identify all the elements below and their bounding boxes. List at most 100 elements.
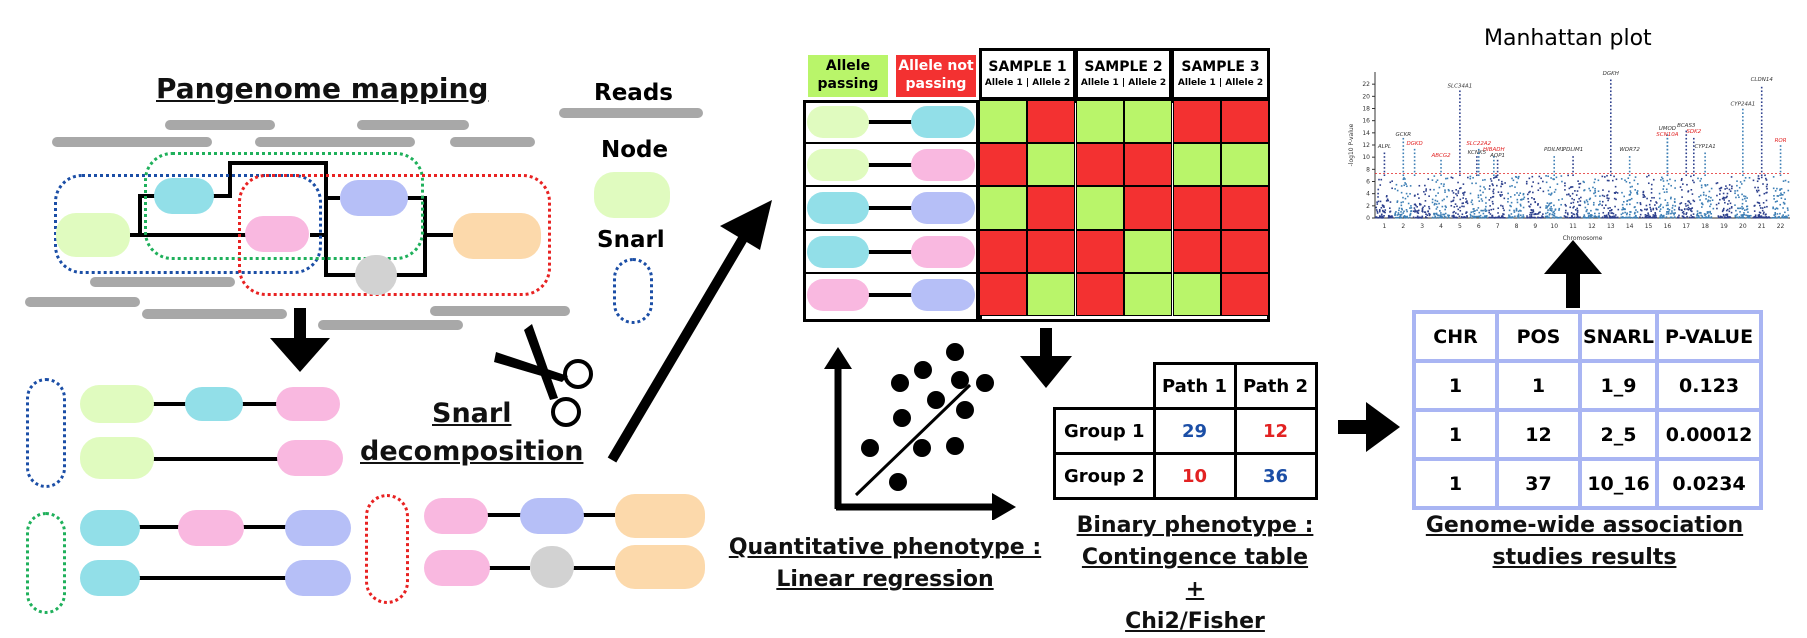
snp-point — [1375, 216, 1377, 219]
snp-point — [1622, 200, 1625, 203]
allele-node-pink — [911, 149, 975, 182]
snp-point — [1409, 193, 1411, 195]
snp-point — [1438, 186, 1441, 189]
snp-point — [1385, 200, 1388, 202]
snp-peak-point — [1742, 152, 1744, 155]
snp-point — [1499, 195, 1502, 197]
gene-label: PDILM1 — [1544, 147, 1564, 153]
snp-point — [1537, 216, 1539, 219]
snp-peak-point — [1459, 170, 1461, 173]
snp-point — [1650, 208, 1652, 211]
snp-point — [1615, 198, 1617, 201]
snp-peak-point — [1760, 134, 1763, 136]
snp-point — [1710, 187, 1713, 190]
snp-point — [1428, 205, 1430, 208]
snp-point — [1573, 205, 1575, 208]
snp-point — [1579, 182, 1582, 185]
snp-point — [1624, 211, 1626, 214]
snp-peak-point — [1609, 86, 1612, 89]
snp-point — [1758, 194, 1761, 197]
snp-point — [1548, 214, 1551, 216]
snp-point — [1610, 209, 1612, 212]
snp-point — [1429, 213, 1431, 216]
snp-point — [1765, 185, 1768, 188]
snp-point — [1437, 216, 1439, 219]
snp-point — [1396, 189, 1399, 192]
snp-point — [1772, 207, 1774, 210]
snp-peak-point — [1413, 148, 1416, 151]
snp-point — [1490, 180, 1493, 182]
chromosome-label: 17 — [1682, 223, 1690, 230]
snp-peak-point — [1383, 174, 1386, 177]
snp-point — [1650, 191, 1653, 194]
snp-point — [1438, 214, 1440, 217]
cell-fail — [979, 143, 1027, 187]
snp-point — [1469, 216, 1472, 219]
snp-point — [1630, 211, 1632, 213]
snp-point — [1684, 216, 1686, 219]
snp-point — [1426, 214, 1429, 216]
snp-peak-point — [1742, 174, 1744, 177]
snp-point — [1783, 191, 1786, 194]
snp-point — [1696, 214, 1698, 217]
snp-point — [1439, 210, 1441, 212]
snp-point — [1538, 175, 1541, 178]
snp-peak-point — [1666, 167, 1669, 169]
snp-point — [1410, 207, 1413, 209]
snp-point — [1653, 196, 1655, 199]
y-axis-label: -log10 P-value — [1348, 123, 1355, 166]
snp-point — [1701, 216, 1704, 219]
allele-node-blue — [911, 192, 975, 225]
snp-point — [1519, 198, 1522, 201]
node-orange — [615, 494, 705, 538]
snp-point — [1376, 212, 1379, 214]
snp-point — [1658, 197, 1661, 200]
snp-point — [1428, 214, 1431, 217]
snp-point — [1747, 211, 1749, 213]
snp-peak-point — [1609, 159, 1612, 162]
snp-point — [1754, 214, 1757, 217]
snp-peak-point — [1402, 170, 1405, 173]
snp-point — [1594, 212, 1596, 215]
snp-point — [1633, 216, 1636, 218]
decomp-edge — [240, 525, 290, 529]
snp-point — [1705, 198, 1707, 200]
snp-point — [1767, 216, 1770, 219]
snp-point — [1537, 203, 1539, 205]
snp-point — [1375, 209, 1378, 211]
snp-point — [1406, 215, 1408, 218]
snp-point — [1701, 206, 1703, 208]
snp-point — [1586, 200, 1589, 203]
x-axis-label: Chromosome — [1563, 235, 1603, 242]
snp-point — [1707, 216, 1709, 219]
snp-point — [1707, 199, 1710, 202]
snp-point — [1507, 197, 1509, 200]
snp-point — [1431, 216, 1434, 219]
snp-point — [1646, 175, 1648, 178]
binary-caption: Binary phenotype : Contingence table + C… — [1070, 510, 1320, 638]
snp-peak-point — [1459, 119, 1461, 122]
snp-point — [1630, 191, 1632, 194]
snp-point — [1597, 190, 1600, 192]
legend-snarl-label: Snarl — [597, 227, 665, 253]
snp-point — [1730, 206, 1733, 208]
snp-point — [1626, 203, 1628, 206]
matrix-grid — [979, 100, 1270, 322]
snp-point — [1409, 212, 1412, 215]
snp-point — [1572, 213, 1575, 215]
sample-sub: Allele 1 | Allele 2 — [1080, 78, 1167, 88]
snp-point — [1552, 216, 1554, 219]
snp-point — [1671, 207, 1674, 209]
snp-point — [1553, 191, 1556, 193]
snp-peak-point — [1685, 141, 1688, 144]
snp-point — [1672, 204, 1674, 207]
snp-point — [1741, 214, 1743, 217]
snp-point — [1497, 216, 1499, 219]
snp-point — [1752, 216, 1755, 219]
snp-point — [1488, 209, 1490, 212]
snp-point — [1639, 216, 1641, 218]
snp-point — [1734, 192, 1736, 195]
snp-point — [1691, 210, 1693, 213]
snp-point — [1418, 197, 1420, 199]
snp-point — [1642, 190, 1645, 193]
